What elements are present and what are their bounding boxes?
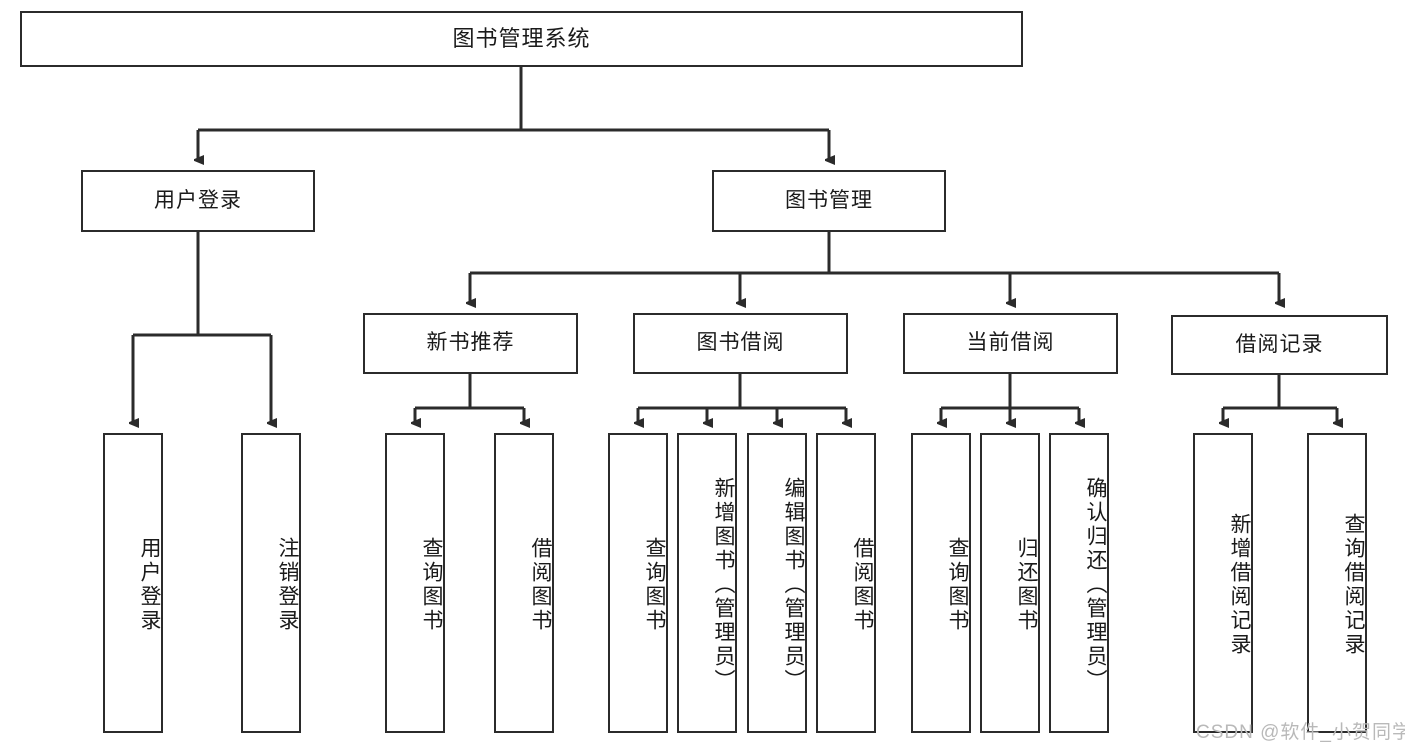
leaf-return-book[interactable]: 归还图书 — [980, 433, 1040, 733]
leaf-add-borrow-record[interactable]: 新增借阅记录 — [1193, 433, 1253, 733]
leaf-borrow-book-borrow[interactable]: 借阅图书 — [816, 433, 876, 733]
leaf-query-book-borrow[interactable]: 查询图书 — [608, 433, 668, 733]
node-new-book-recommend[interactable]: 新书推荐 — [363, 313, 578, 374]
leaf-add-book-admin[interactable]: 新增图书（管理员） — [677, 433, 737, 733]
leaf-borrow-book-recommend[interactable]: 借阅图书 — [494, 433, 554, 733]
node-current-borrow[interactable]: 当前借阅 — [903, 313, 1118, 374]
leaf-query-borrow-record[interactable]: 查询借阅记录 — [1307, 433, 1367, 733]
leaf-user-login[interactable]: 用户登录 — [103, 433, 163, 733]
leaf-query-book-recommend[interactable]: 查询图书 — [385, 433, 445, 733]
node-book-borrow[interactable]: 图书借阅 — [633, 313, 848, 374]
node-book-management[interactable]: 图书管理 — [712, 170, 946, 232]
node-borrow-record[interactable]: 借阅记录 — [1171, 315, 1388, 375]
node-root-book-management-system[interactable]: 图书管理系统 — [20, 11, 1023, 67]
leaf-query-book-current[interactable]: 查询图书 — [911, 433, 971, 733]
leaf-edit-book-admin[interactable]: 编辑图书（管理员） — [747, 433, 807, 733]
leaf-user-logout[interactable]: 注销登录 — [241, 433, 301, 733]
csdn-watermark: CSDN @软件_小贺同学 — [1196, 722, 1405, 743]
node-user-login[interactable]: 用户登录 — [81, 170, 315, 232]
leaf-confirm-return-admin[interactable]: 确认归还（管理员） — [1049, 433, 1109, 733]
